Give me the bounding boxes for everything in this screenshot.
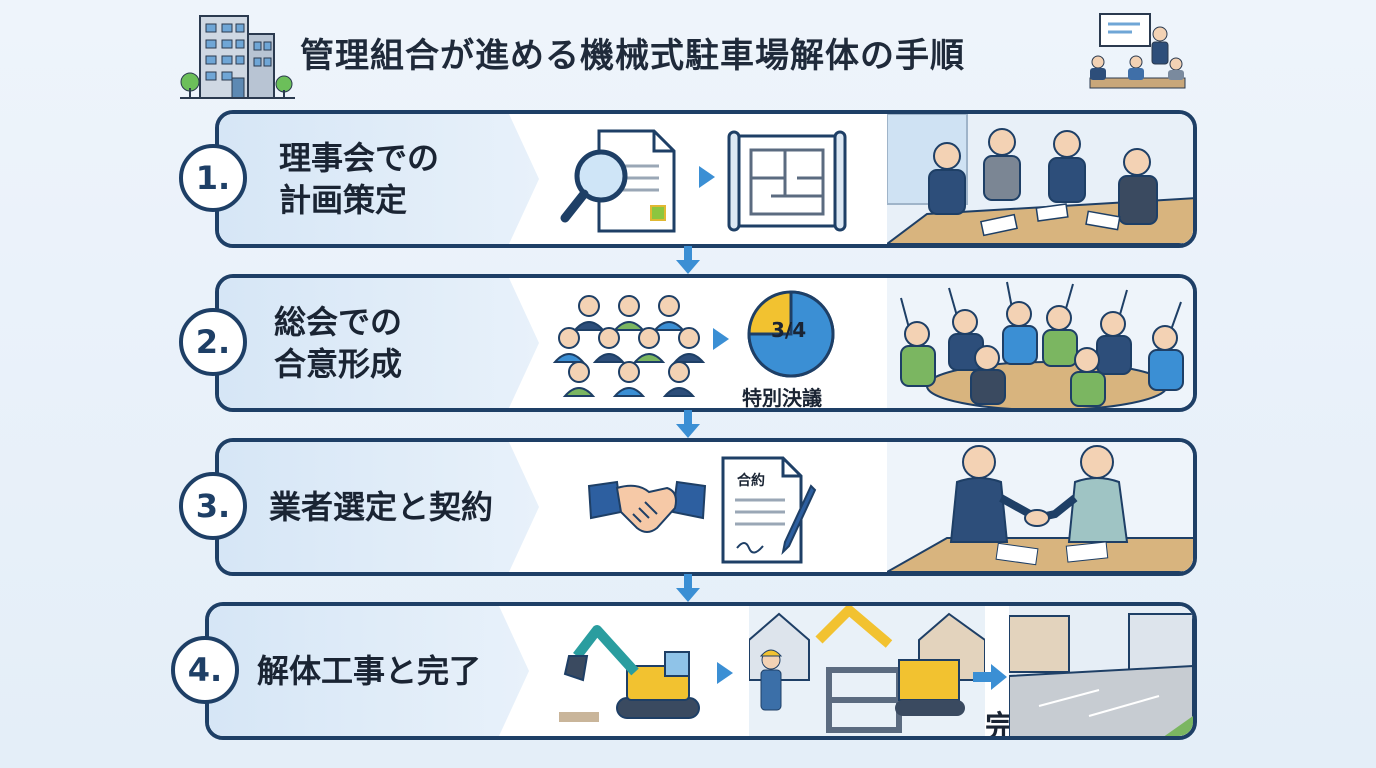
pie-fraction-label: 3/4 [771,318,807,342]
page-title: 管理組合が進める機械式駐車場解体の手順 [300,36,965,76]
board-meeting-illustration [887,114,1193,244]
step-2-arrow-right-icon [713,328,729,350]
step-2-number-badge: 2. [179,308,247,376]
pie-approval-slice [747,290,835,378]
meeting-presentation-icon [1089,13,1186,89]
floor-plan-blueprint-icon [727,130,847,232]
contract-document-icon [721,456,817,564]
crowd-of-residents-icon [552,295,706,397]
demolition-site-illustration [749,606,985,736]
step-4-number-badge: 4. [171,636,239,704]
before-after-arrow-icon [973,664,1007,690]
step-1-number-badge: 1. [179,144,247,212]
step-2-line1: 総会での [274,303,403,341]
step-3-number-badge: 3. [179,472,247,540]
excavator-icon [559,625,700,722]
step-2-line2: 合意形成 [274,345,403,383]
contract-document-title: 合約 [737,473,765,489]
step-1-card: 理事会での 計画策定 [215,110,1197,248]
document-search-icon [560,129,676,233]
step-2-card: 総会での 合意形成 3/4 特別決議 [215,274,1197,412]
step-2-to-3-arrow-down-icon [676,410,700,438]
step-3-card: 業者選定と契約 合約 [215,438,1197,576]
three-quarters-pie-chart [747,290,835,378]
apartment-building-icon [180,15,295,99]
step-3-to-4-arrow-down-icon [676,574,700,602]
step-1-arrow-right-icon [699,166,715,188]
step-4-label: 解体工事と完了 [257,652,482,690]
special-resolution-label: 特別決議 [742,386,822,410]
step-1-label: 理事会での 計画策定 [279,114,439,244]
step-2-label: 総会での 合意形成 [274,278,402,408]
step-3-label: 業者選定と契約 [269,488,494,526]
step-1-line1: 理事会での [279,139,440,177]
step-4-card: 解体工事と完了 完了 [205,602,1197,740]
step-4-arrow-right-icon [717,662,733,684]
step-1-to-2-arrow-down-icon [676,246,700,274]
contract-signing-handshake-illustration [887,442,1193,572]
step-1-line2: 計画策定 [279,181,408,219]
general-assembly-vote-illustration [887,278,1193,408]
empty-lot-completed-illustration [1009,606,1193,736]
handshake-icon [587,480,707,533]
